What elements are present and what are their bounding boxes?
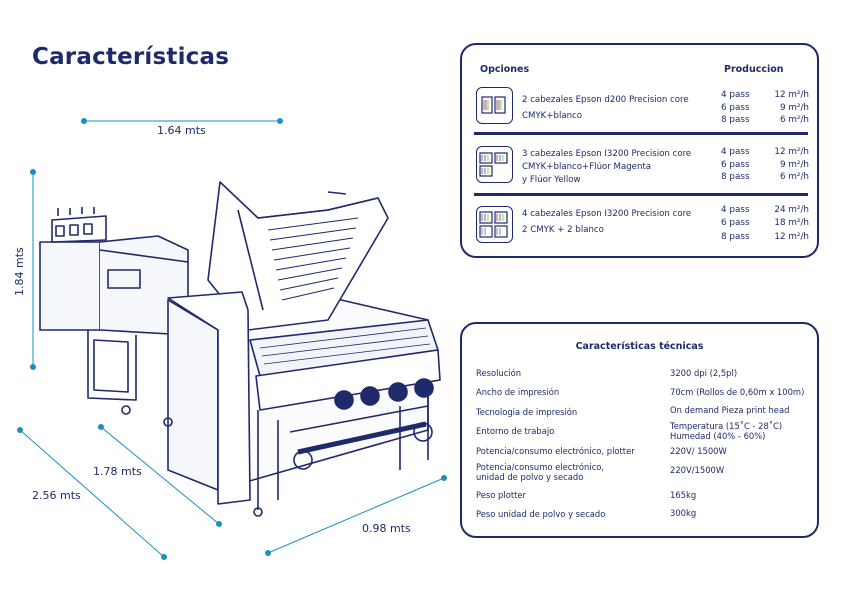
height-dimension-label: 1.84 mts xyxy=(13,247,26,296)
print-options-box: Opciones Produccion 2 cabezales Epson d2… xyxy=(460,43,819,258)
dimension-lines xyxy=(17,118,447,560)
option-separator xyxy=(474,132,808,135)
printer-machine-illustration xyxy=(39,181,441,517)
spec-value: 165kg xyxy=(670,490,697,500)
depth-inner-dimension-label: 1.78 mts xyxy=(93,465,142,478)
printhead-4-icon xyxy=(476,206,513,243)
spec-value: 220V/1500W xyxy=(670,465,725,475)
spec-label: Potencia/consumo electrónico, unidad de … xyxy=(476,462,605,482)
depth-outer-dimension-label: 2.56 mts xyxy=(32,489,81,502)
depth-inner-dimension-line xyxy=(100,426,220,525)
spec-label: Peso unidad de polvo y secado xyxy=(476,509,606,519)
pass-list: 4 pass 6 pass 8 pass xyxy=(721,147,750,182)
production-list: 12 m²/h 9 m²/h 6 m²/h xyxy=(774,90,809,125)
spec-value: 70cm (Rollos de 0,60m x 100m) xyxy=(670,387,805,397)
spec-label: Resolución xyxy=(476,368,522,378)
spec-label: Peso plotter xyxy=(476,490,526,500)
spec-value: 3200 dpi (2,5pl) xyxy=(670,368,738,378)
option-description: 2 cabezales Epson d200 Precision core CM… xyxy=(522,95,689,121)
front-dimension-label: 0.98 mts xyxy=(362,522,411,535)
front-dimension-line xyxy=(267,477,445,554)
width-dimension-label: 1.64 mts xyxy=(157,124,206,137)
option-row: 4 cabezales Epson I3200 Precision core 2… xyxy=(474,202,809,252)
option-description: 3 cabezales Epson I3200 Precision core C… xyxy=(522,149,692,185)
production-header: Produccion xyxy=(724,64,784,75)
spec-value: 300kg xyxy=(670,508,697,518)
page-title: Características xyxy=(32,44,230,70)
spec-value: On demand Pieza print head xyxy=(670,405,790,415)
printhead-3-icon xyxy=(476,146,513,183)
technical-specs-title: Características técnicas xyxy=(575,341,704,352)
spec-label: Ancho de impresión xyxy=(476,387,560,397)
spec-value: Temperatura (15˚C - 28˚C) Humedad (40% -… xyxy=(670,421,783,441)
production-list: 12 m²/h 9 m²/h 6 m²/h xyxy=(774,147,809,182)
option-description: 4 cabezales Epson I3200 Precision core 2… xyxy=(522,209,692,235)
pass-list: 4 pass 6 pass 8 pass xyxy=(721,205,750,242)
option-separator xyxy=(474,193,808,196)
spec-label: Entorno de trabajo xyxy=(476,426,555,436)
option-row: 2 cabezales Epson d200 Precision core CM… xyxy=(474,82,809,132)
option-row: 3 cabezales Epson I3200 Precision core C… xyxy=(474,141,809,191)
spec-label: Tecnologia de impresión xyxy=(476,407,578,417)
technical-specs-box: Características técnicas Resolución 3200… xyxy=(460,322,819,538)
printhead-2-icon xyxy=(476,87,513,124)
options-header: Opciones xyxy=(480,64,530,75)
production-list: 24 m²/h 18 m²/h 12 m²/h xyxy=(774,205,809,242)
depth-outer-dimension-line xyxy=(19,429,165,558)
spec-label: Potencia/consumo electrónico, plotter xyxy=(476,446,635,456)
pass-list: 4 pass 6 pass 8 pass xyxy=(721,90,750,125)
spec-value: 220V/ 1500W xyxy=(670,446,727,456)
